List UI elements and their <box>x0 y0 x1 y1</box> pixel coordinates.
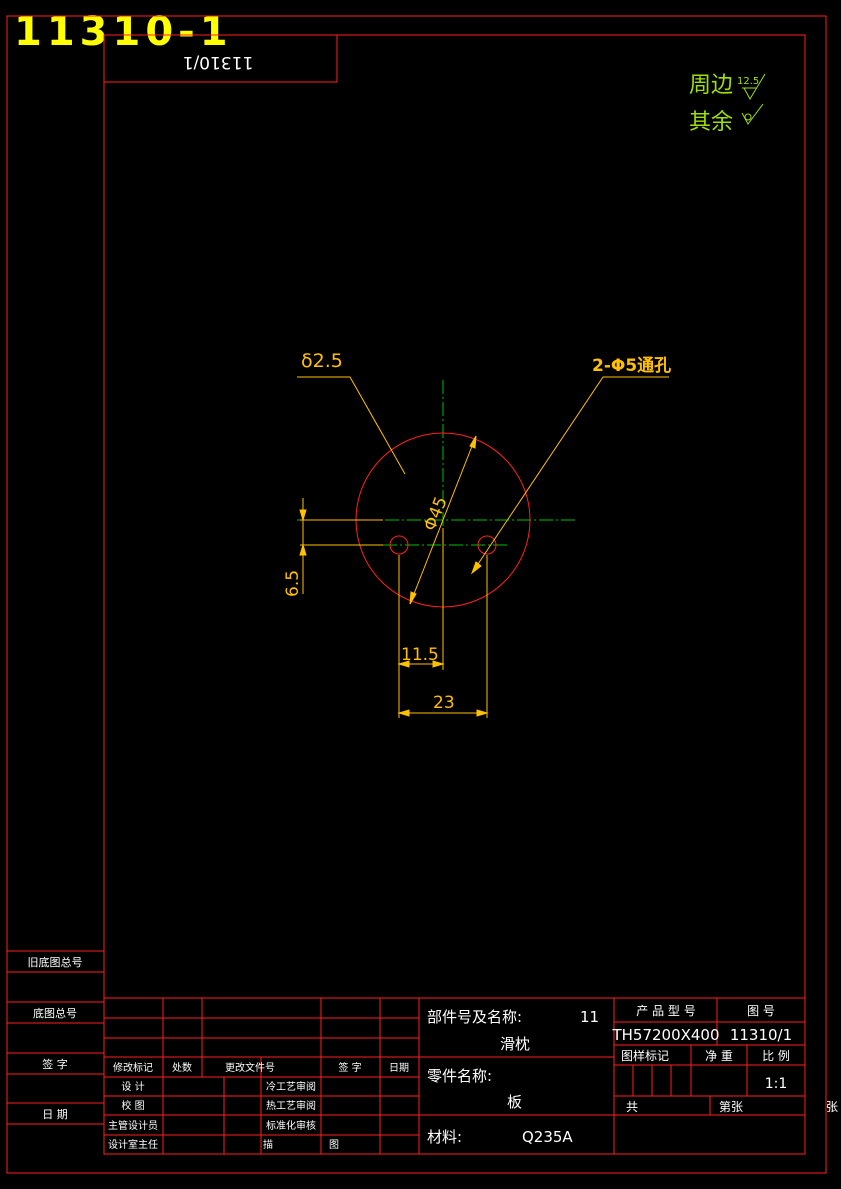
tb-drawing-no: 11310/1 <box>730 1026 792 1044</box>
tb-material-label: 材料: <box>427 1128 462 1146</box>
thickness-label: δ2.5 <box>301 350 343 372</box>
title-block-text: 修改标记 处数 更改文件号 签 字 日期 设 计 校 图 主管设计员 设计室主任… <box>108 1004 838 1151</box>
hole-right <box>477 535 497 555</box>
tb-part-name: 板 <box>507 1093 522 1111</box>
tb-signature: 签 字 <box>338 1061 361 1074</box>
tb-scale: 1:1 <box>765 1076 788 1092</box>
tb-process-review-2: 热工艺审阅 <box>266 1099 316 1112</box>
tb-material: Q235A <box>522 1128 573 1146</box>
tb-drawing-no-label: 图 号 <box>747 1004 775 1018</box>
tb-product-model-label: 产 品 型 号 <box>636 1004 695 1018</box>
tb-product-model: TH57200X400 <box>611 1026 719 1044</box>
tb-design: 设 计 <box>121 1080 144 1093</box>
side-table: 旧底图总号 底图总号 签 字 日 期 <box>7 950 104 1125</box>
tb-process-review-1: 冷工艺审阅 <box>266 1080 316 1093</box>
tb-design-office-head: 设计室主任 <box>108 1138 158 1151</box>
tb-chief-designer: 主管设计员 <box>108 1119 158 1132</box>
tb-drawing: 图 <box>329 1139 339 1151</box>
roughness-symbol-other-icon <box>741 103 764 125</box>
side-old-base-no: 旧底图总号 <box>28 955 83 969</box>
roughness-notes: 周边 12.5 其余 <box>689 73 766 135</box>
offset-vertical-label: 6.5 <box>283 570 303 597</box>
drawing-frame <box>6 15 827 1174</box>
tb-rev-mark: 修改标记 <box>113 1061 153 1074</box>
side-base-no: 底图总号 <box>33 1006 77 1020</box>
roughness-periphery-label: 周边 <box>689 73 733 98</box>
diameter-label: Φ45 <box>420 494 452 534</box>
drawing-number-mirrored: 11310/1 <box>183 52 254 72</box>
tb-sheets-label: 张 <box>826 1100 838 1114</box>
tb-change-doc: 更改文件号 <box>225 1061 275 1074</box>
tb-count: 处数 <box>172 1061 192 1074</box>
tb-part-group-no: 11 <box>580 1008 599 1026</box>
drawing-number-large: 11310-1 <box>14 9 233 55</box>
roughness-other-label: 其余 <box>689 110 733 135</box>
roughness-periphery-value: 12.5 <box>737 76 759 87</box>
dimension-texts: δ2.5 2-Φ5通孔 Φ45 6.5 11.5 23 <box>283 350 671 713</box>
tb-std-review: 标准化审核 <box>266 1119 316 1132</box>
offset-half-label: 11.5 <box>401 645 439 665</box>
tb-part-group-label: 部件号及名称: <box>427 1008 522 1026</box>
hole-spacing-label: 23 <box>433 693 455 713</box>
tb-part-name-label: 零件名称: <box>427 1067 492 1085</box>
tb-check: 校 图 <box>121 1099 144 1112</box>
tb-total-label: 共 <box>626 1100 638 1114</box>
hole-left <box>389 535 409 555</box>
holes-label: 2-Φ5通孔 <box>592 356 671 376</box>
tb-approve: 描 <box>263 1138 273 1151</box>
tb-scale-label: 比 例 <box>762 1049 790 1063</box>
side-date: 日 期 <box>42 1108 68 1121</box>
tb-drawing-mark-label: 图样标记 <box>621 1048 669 1063</box>
dimension-lines <box>297 376 669 718</box>
tb-sheet-label: 第张 <box>719 1100 743 1114</box>
tb-weight-label: 净 重 <box>705 1049 733 1063</box>
title-block-lines <box>104 997 805 1154</box>
tb-part-group-name: 滑枕 <box>500 1035 530 1053</box>
side-signature: 签 字 <box>42 1057 68 1071</box>
tb-date: 日期 <box>389 1062 409 1074</box>
roughness-symbol-icon <box>743 73 766 101</box>
